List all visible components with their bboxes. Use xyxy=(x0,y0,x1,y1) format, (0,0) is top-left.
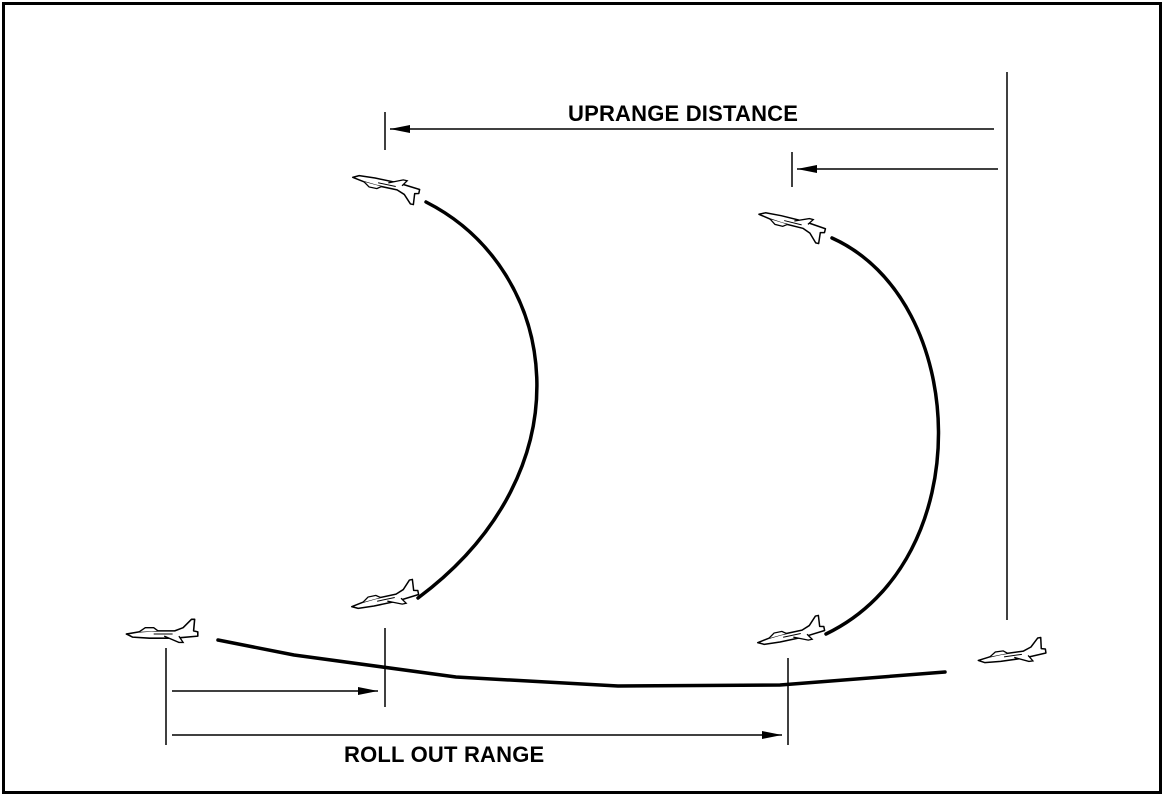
loop-path-2 xyxy=(824,236,941,636)
loop-path-1 xyxy=(416,200,539,600)
roll-out-range-label: ROLL OUT RANGE xyxy=(344,742,545,767)
jet-side-view-icon xyxy=(754,614,827,652)
jet-inverted-icon xyxy=(754,205,828,246)
uprange-distance-label: UPRANGE DISTANCE xyxy=(568,101,799,126)
ground-track-path xyxy=(216,638,947,688)
jet-inverted-icon xyxy=(349,168,422,206)
jet-side-view-icon xyxy=(975,636,1048,670)
jet-side-view-icon xyxy=(125,618,199,644)
jet-side-view-icon xyxy=(348,578,421,616)
